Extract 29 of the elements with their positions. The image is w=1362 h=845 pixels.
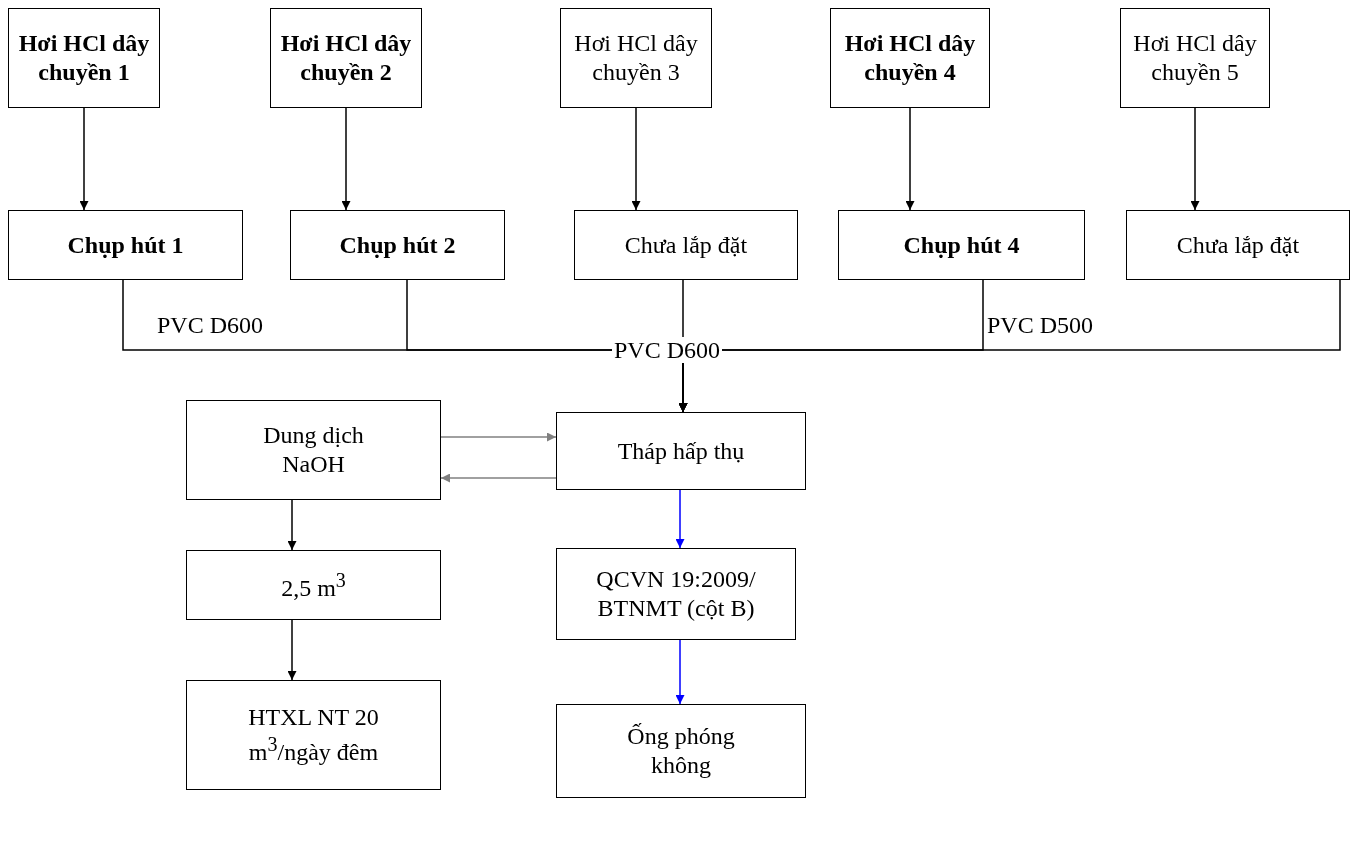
arrow (905, 107, 915, 211)
process-box: Tháp hấp thụ (556, 412, 806, 490)
process-box: Hơi HCl dây chuyền 2 (270, 8, 422, 108)
process-box: HTXL NT 20 m$^{3}$/ngày đêm (186, 680, 441, 790)
arrow (675, 489, 685, 549)
process-box: Chưa lắp đặt (574, 210, 798, 280)
process-box: QCVN 19:2009/ BTNMT (cột B) (556, 548, 796, 640)
arrow (287, 499, 297, 551)
edge-label: PVC D600 (612, 337, 723, 364)
arrow (1190, 107, 1200, 211)
arrow (341, 107, 351, 211)
process-box: Chụp hút 1 (8, 210, 243, 280)
process-box: Hơi HCl dây chuyền 5 (1120, 8, 1270, 108)
process-box: Chụp hút 4 (838, 210, 1085, 280)
arrow (675, 639, 685, 705)
process-box: Hơi HCl dây chuyền 3 (560, 8, 712, 108)
process-box: 2,5 m$^{3}$ (186, 550, 441, 620)
process-box: Dung dịch NaOH (186, 400, 441, 500)
arrow (631, 107, 641, 211)
arrow (440, 473, 557, 483)
process-box: Chưa lắp đặt (1126, 210, 1350, 280)
arrow (678, 279, 1341, 413)
arrow (79, 107, 89, 211)
process-box: Ống phóng không (556, 704, 806, 798)
process-box: Hơi HCl dây chuyền 4 (830, 8, 990, 108)
process-box: Hơi HCl dây chuyền 1 (8, 8, 160, 108)
arrow (440, 432, 557, 442)
process-box: Chụp hút 2 (290, 210, 505, 280)
arrow (287, 619, 297, 681)
